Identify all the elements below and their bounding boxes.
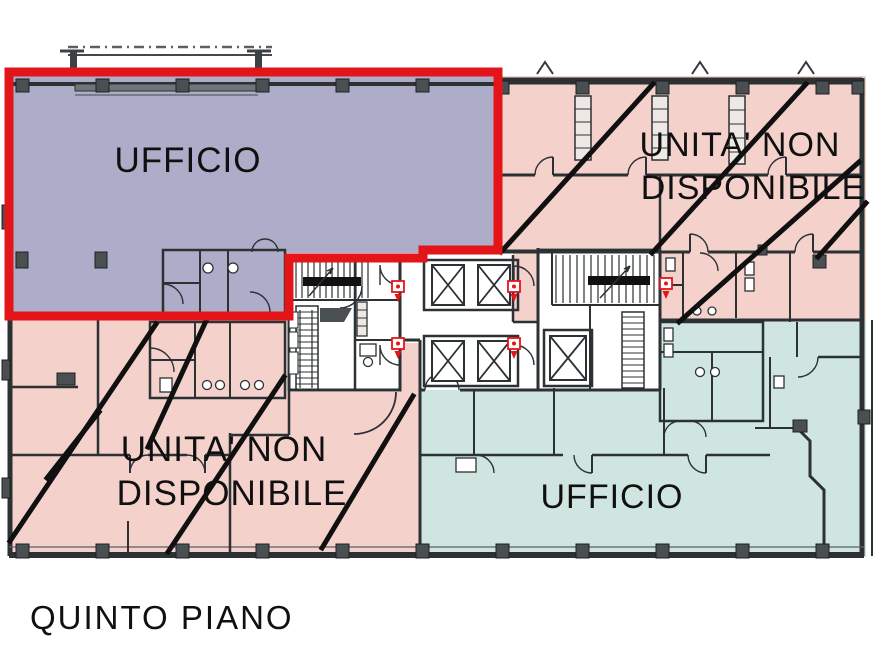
floor-title: QUINTO PIANO — [30, 599, 294, 636]
roof-vent-marks — [536, 60, 815, 75]
label-ufficio-bottom-right: UFFICIO — [541, 478, 684, 516]
label-unita-bottom-left-line1: UNITA' NON — [121, 430, 328, 469]
canopy — [60, 45, 272, 69]
hatch-unita-top-right — [497, 80, 870, 326]
elevator-icon — [477, 340, 511, 382]
elevator-icon — [431, 340, 465, 382]
service-shaft-right — [621, 311, 645, 389]
fire-extinguisher-icon — [391, 280, 405, 302]
outer-walls — [7, 74, 873, 558]
sanitary-fixtures — [159, 257, 785, 473]
label-ufficio-top-left: UFFICIO — [115, 141, 262, 180]
label-unita-top-right-line1: UNITA' NON — [640, 126, 841, 164]
label-unita-top-right-line2: DISPONIBILE — [641, 169, 866, 207]
elevator-bank — [422, 258, 594, 388]
zone-ufficio-bottom-right — [420, 322, 866, 557]
elevator-icon — [477, 264, 511, 306]
ufficio-unit-outline — [4, 67, 503, 321]
fire-extinguisher-icon — [391, 337, 405, 359]
fire-extinguisher-icons — [391, 277, 673, 359]
stairs-right-icon — [555, 255, 655, 303]
elevator-icon — [542, 328, 594, 388]
radiators — [356, 95, 746, 337]
fire-extinguisher-icon — [507, 337, 521, 359]
fire-extinguisher-icon — [507, 280, 521, 302]
interior-walls — [9, 156, 862, 557]
hatch-unita-bottom-left — [6, 317, 417, 556]
structural-columns — [1, 78, 871, 559]
label-unita-bottom-left-line2: DISPONIBILE — [117, 474, 348, 513]
fire-extinguisher-icon — [659, 277, 673, 299]
elevator-icon — [431, 264, 465, 306]
stairs-left-icon — [295, 262, 369, 298]
zone-labels: UFFICIO UNITA' NON DISPONIBILE UNITA' NO… — [30, 126, 866, 636]
